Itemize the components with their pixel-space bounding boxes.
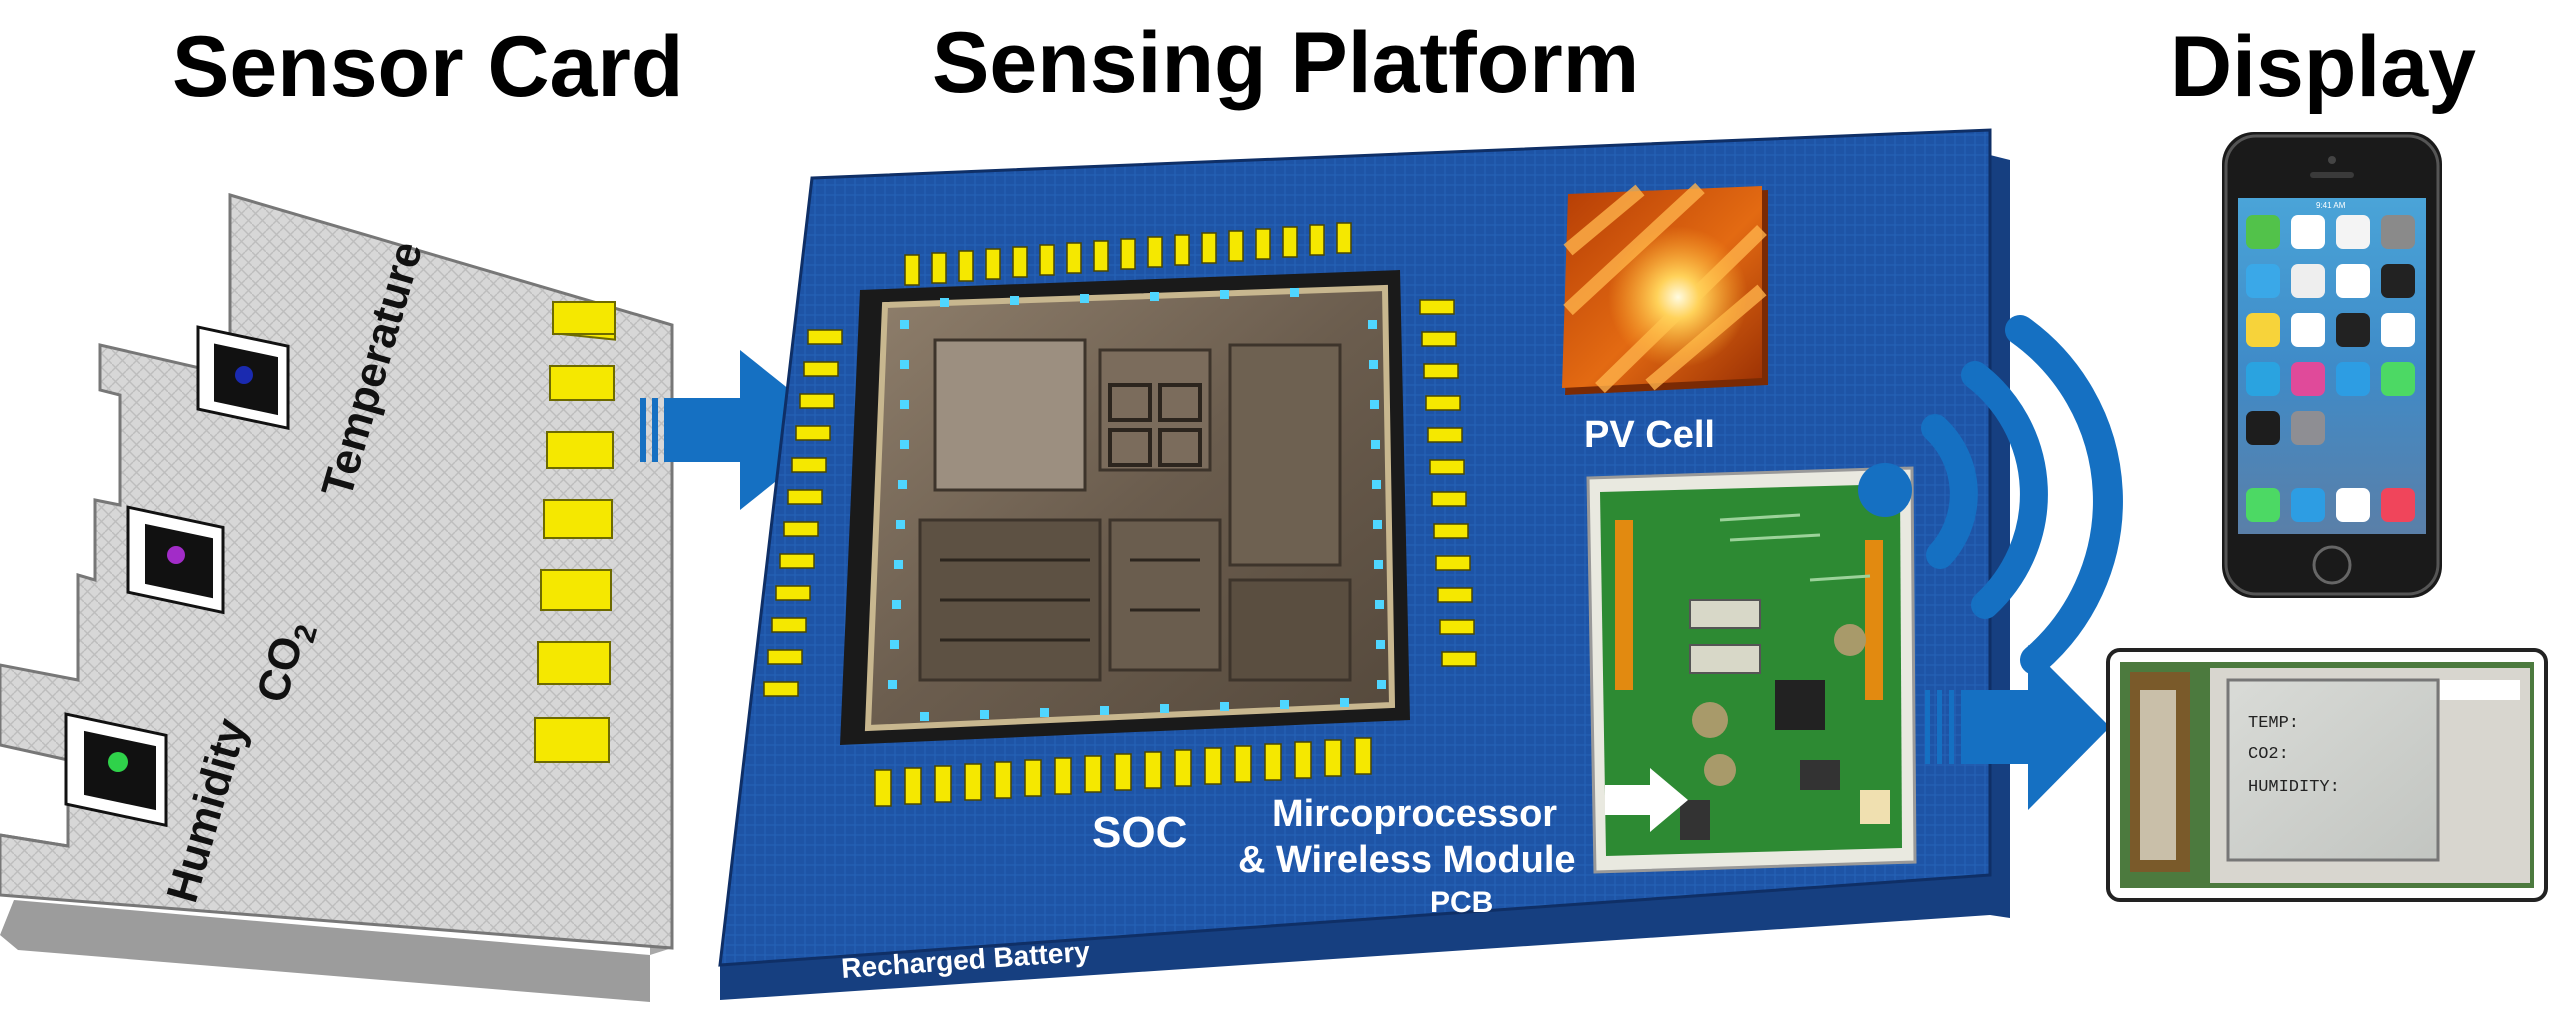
microprocessor-board: [1586, 466, 1917, 874]
sensor-card: Temperature CO2 Humidity: [0, 192, 674, 1002]
soc-pins-top: [904, 222, 1352, 286]
smartphone: 9:41 AM: [2222, 132, 2442, 598]
soc-pins-right: [1419, 299, 1477, 667]
microprocessor-pointer-arrow: [1605, 768, 1688, 832]
phone-home-button: [2312, 545, 2352, 585]
lcd-line-humidity: HUMIDITY:: [2248, 778, 2340, 797]
display-title: Display: [2170, 19, 2476, 115]
lcd-line-co2: CO2:: [2248, 745, 2289, 764]
soc-label: SOC: [1092, 808, 1187, 857]
card-contacts: [534, 301, 616, 763]
lcd-line-temp: TEMP:: [2248, 714, 2299, 733]
lcd-module: TEMP: CO2: HUMIDITY:: [2106, 648, 2548, 902]
co2-sensor-dot: [167, 546, 185, 564]
pcb-label: PCB: [1430, 886, 1493, 919]
wireless-signal-icon: [1858, 315, 2123, 675]
sensing-platform-title: Sensing Platform: [932, 15, 1640, 111]
soc-pins-left: [763, 329, 843, 697]
sensor-card-body: [0, 192, 674, 950]
phone-app-icons: [2246, 215, 2415, 522]
temperature-sensor-dot: [235, 366, 253, 384]
output-arrow: [1925, 645, 2110, 810]
pv-cell-label: PV Cell: [1584, 414, 1715, 456]
soc-pins-bottom: [874, 737, 1372, 807]
lcd-screen: [2226, 678, 2440, 862]
microprocessor-label-line1: Mircoprocessor: [1272, 793, 1557, 835]
microprocessor-label-line2: & Wireless Module: [1238, 839, 1576, 881]
sensor-card-title: Sensor Card: [172, 19, 684, 115]
temperature-sensor: [196, 325, 290, 431]
sensing-platform: PV Cell SOC Mircoprocessor & Wireless Mo…: [718, 128, 2010, 1000]
humidity-sensor: [64, 712, 168, 828]
soc-chip: [840, 270, 1410, 745]
co2-sensor: [126, 505, 225, 615]
pv-cell: [1562, 182, 1768, 395]
phone-status-time: 9:41 AM: [2316, 201, 2346, 210]
humidity-sensor-dot: [108, 752, 128, 772]
